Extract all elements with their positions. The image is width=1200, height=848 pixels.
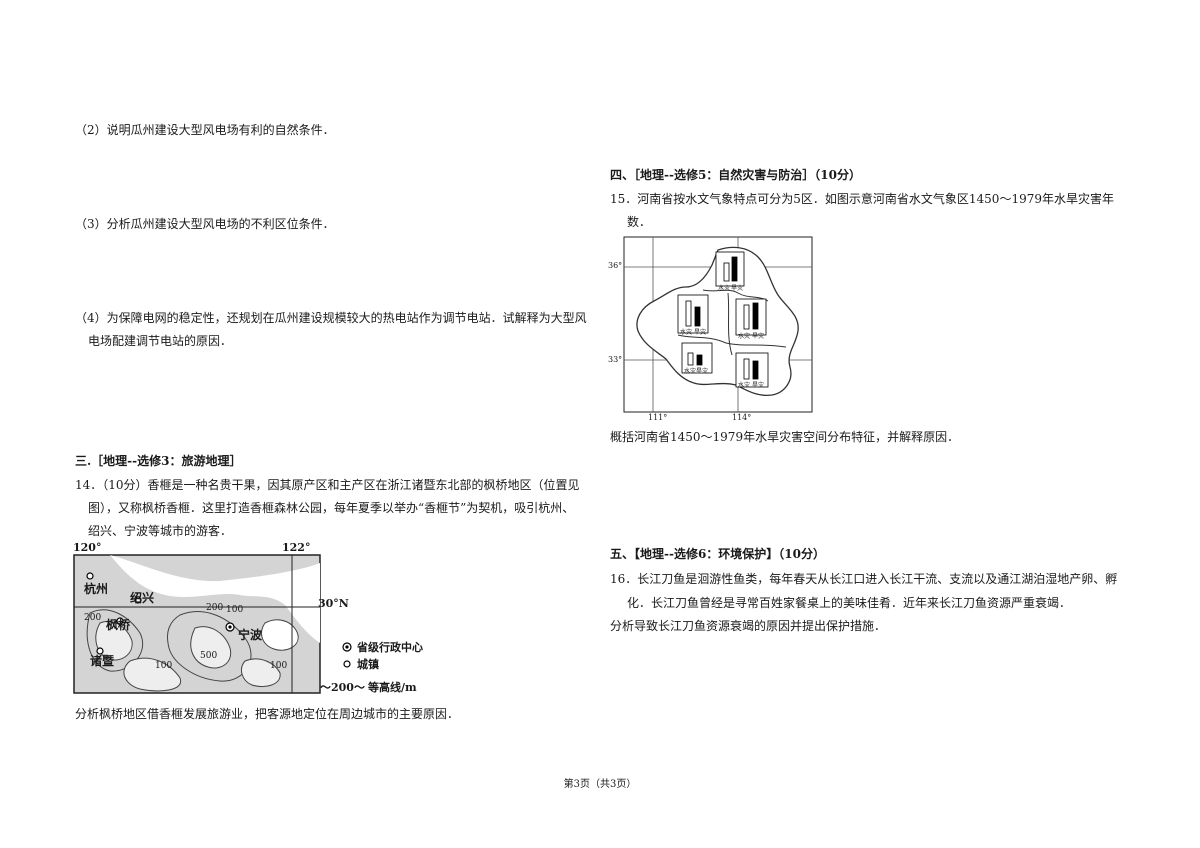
legend-contour: 等高线/m [368,681,417,694]
bar-label-drought-sw: 旱灾 [696,368,709,375]
bar-label-drought-se: 旱灾 [752,382,765,389]
question-15-line2: 数． [627,215,652,229]
lat-36-label: 36° [608,261,623,270]
question-14-line1: 14．（10分）香榧是一种名贵干果，因其原产区和主产区在浙江诸暨东北部的枫桥地区… [75,478,580,492]
lon-122-label: 122° [282,541,311,554]
bar-label-flood-w: 水灾 [680,329,693,336]
question-4-line1: （4）为保障电网的稳定性，还规划在瓜州建设规模较大的热电站作为调节电站．试解释为… [75,311,587,325]
city-shaoxing: 绍兴 [130,591,155,605]
legend-town: 城镇 [357,658,379,671]
section-4-heading: 四、［地理--选修5：自然灾害与防治］（10分） [610,168,862,182]
question-15-line1: 15．河南省按水文气象特点可分为5区．如图示意河南省水文气象区1450～1979… [610,192,1114,206]
lon-114-label: 114° [732,413,752,422]
question-14-line2: 图），又称枫桥香榧．这里打造香榧森林公园，每年夏季以举办“香榧节”为契机，吸引杭… [88,501,575,515]
bar-label-flood-sw: 水灾 [684,368,697,375]
fengqiao-contour-map: 120° 122° 30°N 杭州 绍兴 枫桥 宁波 诸暨 200 200 10… [70,541,440,698]
question-3: （3）分析瓜州建设大型风电场的不利区位条件． [75,217,335,231]
question-4-line2: 电场配建调节电站的原因． [88,334,233,348]
question-14-line3: 绍兴、宁波等城市的游客． [88,524,233,538]
section-3-heading: 三.［地理--选修3：旅游地理］ [75,454,242,468]
contour-label-200a: 200 [84,613,102,623]
lon-111-label: 111° [648,413,668,422]
contour-label-100c: 100 [270,661,288,671]
legend-capital: 省级行政中心 [357,641,423,654]
question-16-task: 分析导致长江刀鱼资源衰竭的原因并提出保护措施． [610,619,887,633]
question-2: （2）说明瓜州建设大型风电场有利的自然条件． [75,123,335,137]
city-hangzhou: 杭州 [84,582,109,596]
bar-label-flood-se: 水灾 [738,382,751,389]
lat-30n-label: 30°N [318,597,349,610]
bar-label-drought-w: 旱灾 [694,329,707,336]
bar-label-drought-n: 旱灾 [731,285,744,292]
question-15-task: 概括河南省1450～1979年水旱灾害空间分布特征，并解释原因． [610,430,960,444]
contour-label-100b: 100 [155,661,173,671]
bar-label-drought-e: 旱灾 [752,333,765,340]
contour-label-100a: 100 [226,605,244,615]
bar-label-flood-n: 水灾 [718,285,731,292]
legend-contour-value: ～200～ [320,681,365,694]
henan-disaster-map: 36° 33° 111° 114° 水灾 旱灾 水灾 旱灾 水灾 旱灾 水灾 旱… [608,235,818,425]
question-16-line2: 化．长江刀鱼曾经是寻常百姓家餐桌上的美味佳肴．近年来长江刀鱼资源严重衰竭． [627,596,1072,610]
lon-120-label: 120° [73,541,102,554]
lat-33-label: 33° [608,355,623,364]
town-fengqiao: 枫桥 [106,618,131,632]
contour-label-200b: 200 [206,603,224,613]
town-zhuji: 诸暨 [90,654,115,668]
contour-label-500: 500 [200,651,218,661]
bar-label-flood-e: 水灾 [738,333,751,340]
section-5-heading: 五、【地理--选修6：环境保护】（10分） [610,547,826,561]
question-14-task: 分析枫桥地区借香榧发展旅游业，把客源地定位在周边城市的主要原因． [75,707,460,721]
city-ningbo: 宁波 [238,628,263,642]
question-16-line1: 16．长江刀鱼是洄游性鱼类，每年春天从长江口进入长江干流、支流以及通江湖泊湿地产… [610,572,1118,586]
page-footer: 第3页（共3页） [563,779,637,790]
